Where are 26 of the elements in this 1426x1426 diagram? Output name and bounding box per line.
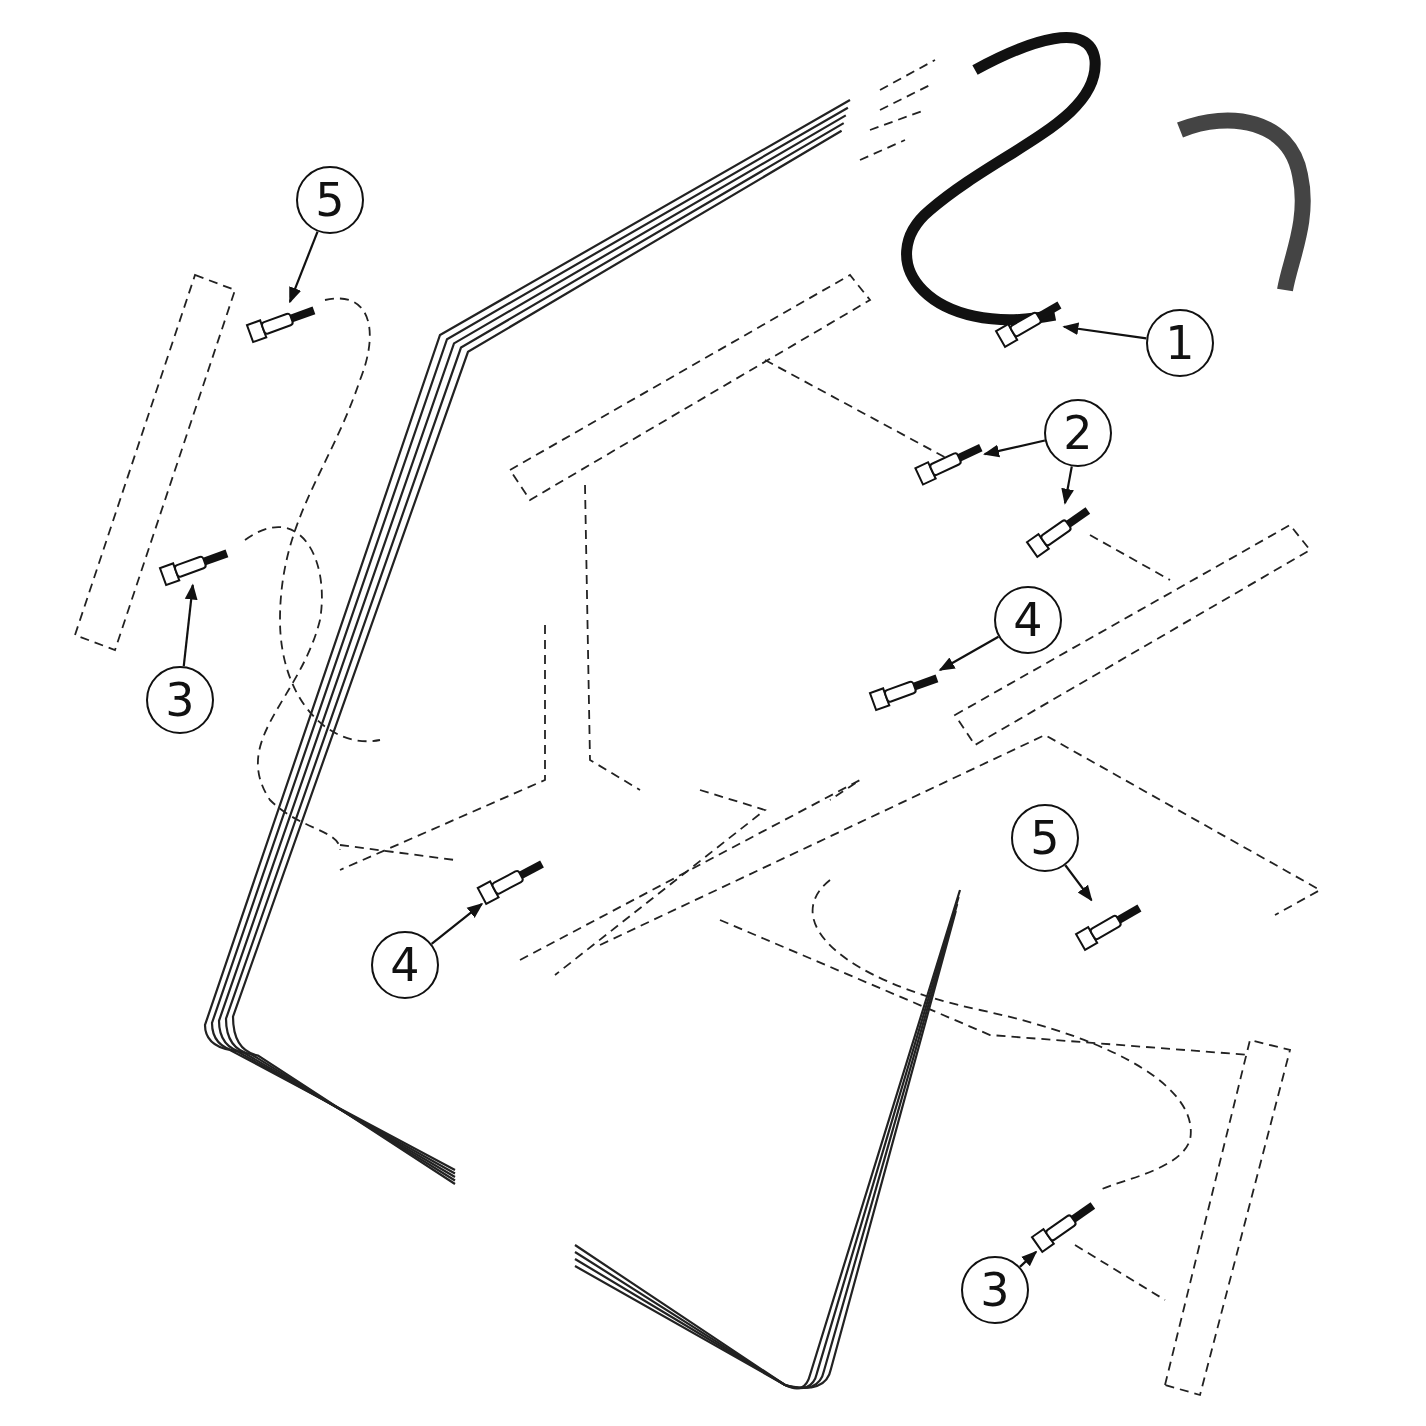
callout-number: 4 (371, 931, 439, 999)
leader-line (1062, 322, 1147, 340)
fitting-drawing (1025, 507, 1091, 559)
leader-line (1061, 466, 1074, 505)
fitting-drawing (994, 301, 1062, 349)
fitting-drawing (868, 674, 939, 712)
fitting-drawing (1030, 1202, 1096, 1254)
leader-line (288, 231, 319, 304)
leader-line (938, 635, 999, 672)
callout-number: 3 (961, 1256, 1029, 1324)
fitting-drawing (1074, 904, 1142, 952)
fitting-drawing (158, 549, 229, 587)
leader-line (182, 583, 198, 667)
callout-number: 3 (146, 666, 214, 734)
callout-number: 1 (1146, 309, 1214, 377)
leader-line (430, 902, 484, 945)
callout-number: 4 (994, 586, 1062, 654)
fitting-drawing (914, 444, 983, 486)
leader-line (983, 439, 1046, 458)
fitting-drawing (245, 306, 316, 344)
callout-number: 5 (1011, 804, 1079, 872)
leader-line (1064, 864, 1093, 902)
callout-number: 2 (1044, 399, 1112, 467)
fitting-drawing (476, 860, 544, 906)
callout-number: 5 (296, 166, 364, 234)
leader-line (1019, 1250, 1038, 1268)
